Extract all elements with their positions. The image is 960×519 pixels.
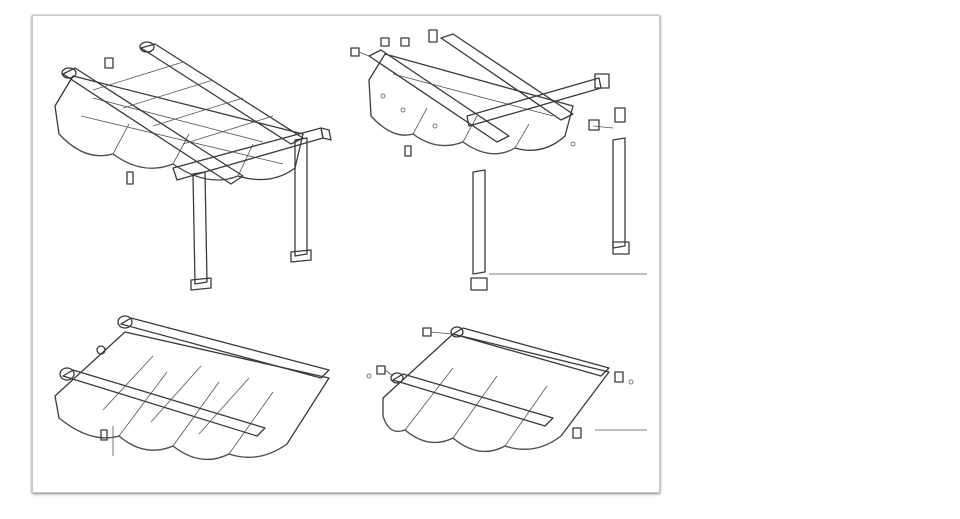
post-exploded-right	[612, 137, 626, 249]
beam-end-cap	[61, 67, 77, 79]
hardware-parts-roof	[366, 327, 634, 439]
post-front	[192, 171, 208, 285]
post-base-plate	[612, 241, 630, 255]
bracket	[100, 429, 108, 441]
pergola-assembly-illustration	[54, 29, 647, 461]
bracket	[126, 171, 134, 185]
roof-fabric-panels	[54, 75, 304, 181]
roller-tube-front-exploded	[392, 373, 554, 427]
beam-end-cap	[139, 41, 155, 53]
post-exploded-left	[472, 169, 486, 275]
pulley	[96, 345, 106, 355]
roller-tube-back	[120, 317, 330, 379]
main-beam-left	[62, 67, 244, 185]
main-beam-exploded-right	[440, 33, 574, 121]
panel-assembled-pergola	[54, 41, 332, 291]
bracket	[614, 107, 626, 123]
roof-fabric-panels-exploded	[368, 53, 574, 155]
figure-frame	[32, 15, 660, 493]
beam-end-cap	[594, 73, 610, 89]
panel-exploded-roof-module	[366, 326, 647, 453]
main-beam-right	[140, 43, 304, 145]
hardware-parts	[350, 29, 614, 157]
panel-exploded-pergola	[350, 29, 647, 291]
post-back	[294, 137, 308, 257]
main-beam-exploded-left	[368, 49, 510, 143]
bracket	[104, 57, 114, 69]
roller-tube-back-exploded	[452, 327, 610, 377]
post-base-plate	[470, 277, 488, 291]
panel-assembled-roof-module	[54, 315, 330, 461]
roller-tube-front	[62, 369, 266, 437]
